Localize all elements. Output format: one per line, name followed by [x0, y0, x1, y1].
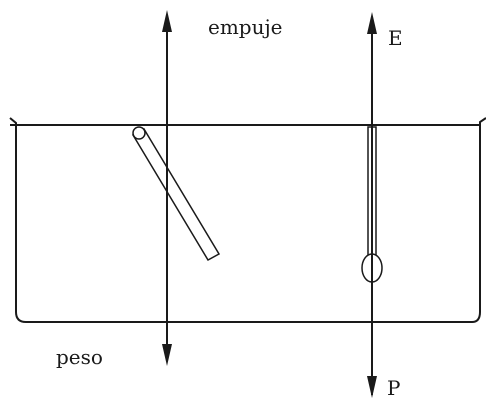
left-force-arrows	[162, 10, 172, 366]
label-peso: peso	[56, 345, 103, 369]
up-arrowhead-icon	[367, 12, 377, 34]
label-p: P	[387, 376, 400, 400]
label-empuje: empuje	[208, 15, 283, 39]
container	[9, 117, 486, 323]
tilted-stick	[131, 126, 221, 262]
right-force-arrows	[367, 12, 377, 398]
up-arrowhead-icon	[162, 10, 172, 32]
label-e: E	[388, 26, 403, 50]
down-arrowhead-icon	[162, 344, 172, 366]
down-arrowhead-icon	[367, 376, 377, 398]
